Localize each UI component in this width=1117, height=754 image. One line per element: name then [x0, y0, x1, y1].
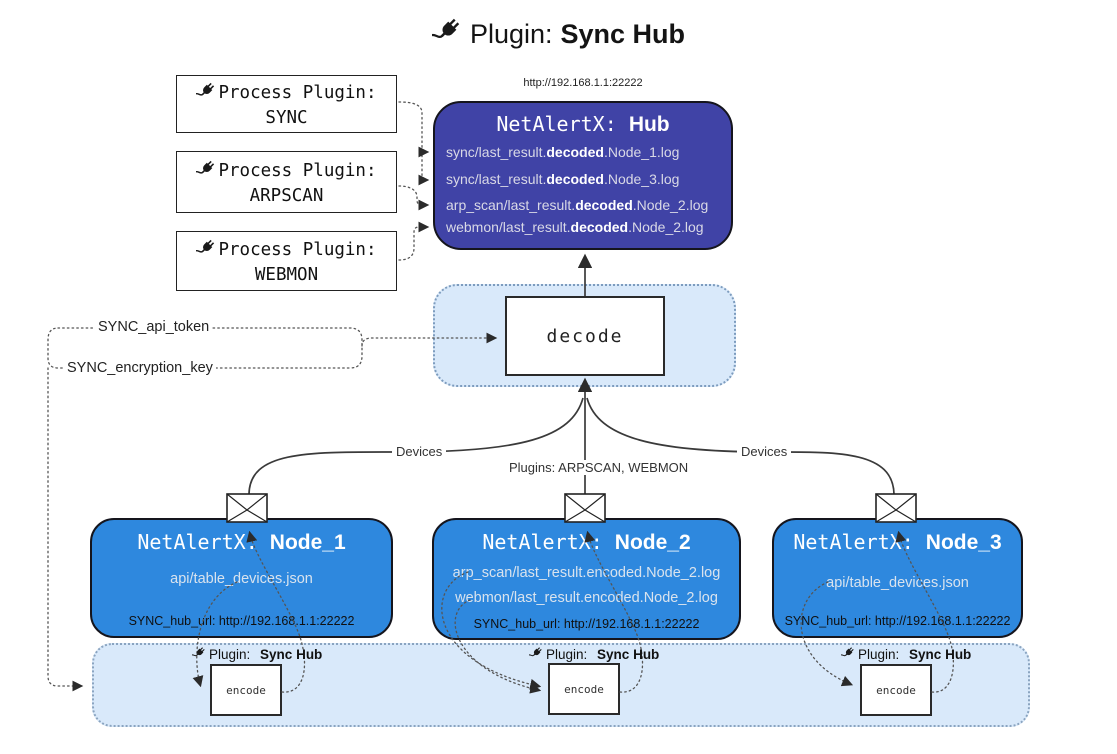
sync-api-token-label: SYNC_api_token: [95, 319, 213, 335]
hub-title-prefix: NetAlertX:: [496, 112, 617, 136]
process-plugin-box-sync: Process Plugin: SYNC: [176, 75, 397, 133]
plug-icon: [529, 646, 543, 663]
hub-log-line: arp_scan/last_result.decoded.Node_2.log: [446, 197, 709, 213]
node-file: api/table_devices.json: [170, 571, 313, 587]
encode-box: encode: [860, 664, 932, 716]
band-plugin-label: Plugin: Sync Hub: [529, 646, 659, 663]
plugins-middle-label: Plugins: ARPSCAN, WEBMON: [505, 460, 693, 475]
process-plugin-label: Process Plugin:: [218, 161, 377, 181]
process-plugin-name: WEBMON: [254, 264, 319, 285]
dotted-key-to-band: [47, 367, 84, 692]
plugin-to-hub-links: [398, 101, 430, 261]
sync-encryption-key-label: SYNC_encryption_key: [64, 360, 216, 376]
dotted-sync-link: [398, 101, 423, 181]
hub-log-line: webmon/last_result.decoded.Node_2.log: [446, 219, 704, 235]
process-plugin-box-webmon: Process Plugin: WEBMON: [176, 231, 397, 291]
hub-title: NetAlertX: Hub: [433, 112, 733, 137]
band-plugin-label: Plugin: Sync Hub: [841, 646, 971, 663]
encode-box: encode: [210, 664, 282, 716]
node-title: NetAlertX: Node_3: [793, 530, 1002, 554]
dotted-arpscan-link: [398, 185, 430, 211]
page-title: Plugin: Sync Hub: [0, 16, 1117, 53]
plug-icon: [196, 159, 216, 184]
hub-box: [433, 101, 733, 250]
node-file: arp_scan/last_result.encoded.Node_2.log: [452, 565, 721, 581]
decode-box: decode: [505, 296, 665, 376]
decode-label: decode: [546, 325, 624, 347]
band-plugin-label: Plugin: Sync Hub: [192, 646, 322, 663]
dotted-webmon-link: [398, 221, 430, 261]
node-hub-url: SYNC_hub_url: http://192.168.1.1:22222: [128, 614, 355, 628]
node-box-node3: NetAlertX: Node_3 api/table_devices.json…: [772, 518, 1023, 638]
hub-url: http://192.168.1.1:22222: [523, 77, 643, 89]
hub-log-line: sync/last_result.decoded.Node_3.log: [446, 171, 680, 187]
process-plugin-box-arpscan: Process Plugin: ARPSCAN: [176, 151, 397, 213]
plug-icon: [841, 646, 855, 663]
node-hub-url: SYNC_hub_url: http://192.168.1.1:22222: [473, 617, 700, 631]
plug-icon: [431, 16, 462, 53]
hub-log-line: sync/last_result.decoded.Node_1.log: [446, 144, 680, 160]
node-file: api/table_devices.json: [826, 575, 969, 591]
node-box-node2: NetAlertX: Node_2 arp_scan/last_result.e…: [432, 518, 741, 640]
node-title: NetAlertX: Node_1: [137, 530, 346, 554]
hub-title-name: Hub: [628, 113, 670, 136]
node-title: NetAlertX: Node_2: [482, 530, 691, 554]
process-plugin-name: ARPSCAN: [249, 185, 324, 206]
plug-icon: [192, 646, 206, 663]
node-hub-url: SYNC_hub_url: http://192.168.1.1:22222: [784, 614, 1011, 628]
process-plugin-name: SYNC: [265, 107, 308, 128]
process-plugin-label: Process Plugin:: [218, 240, 377, 260]
encode-box: encode: [548, 663, 620, 715]
node-box-node1: NetAlertX: Node_1 api/table_devices.json…: [90, 518, 393, 638]
title-label: Plugin:: [469, 19, 553, 49]
devices-right-label: Devices: [737, 444, 792, 459]
title-name: Sync Hub: [560, 19, 686, 49]
plug-icon: [196, 238, 216, 263]
node-file: webmon/last_result.encoded.Node_2.log: [455, 590, 718, 606]
process-plugin-label: Process Plugin:: [218, 83, 377, 103]
plug-icon: [196, 81, 216, 106]
devices-left-label: Devices: [392, 444, 447, 459]
